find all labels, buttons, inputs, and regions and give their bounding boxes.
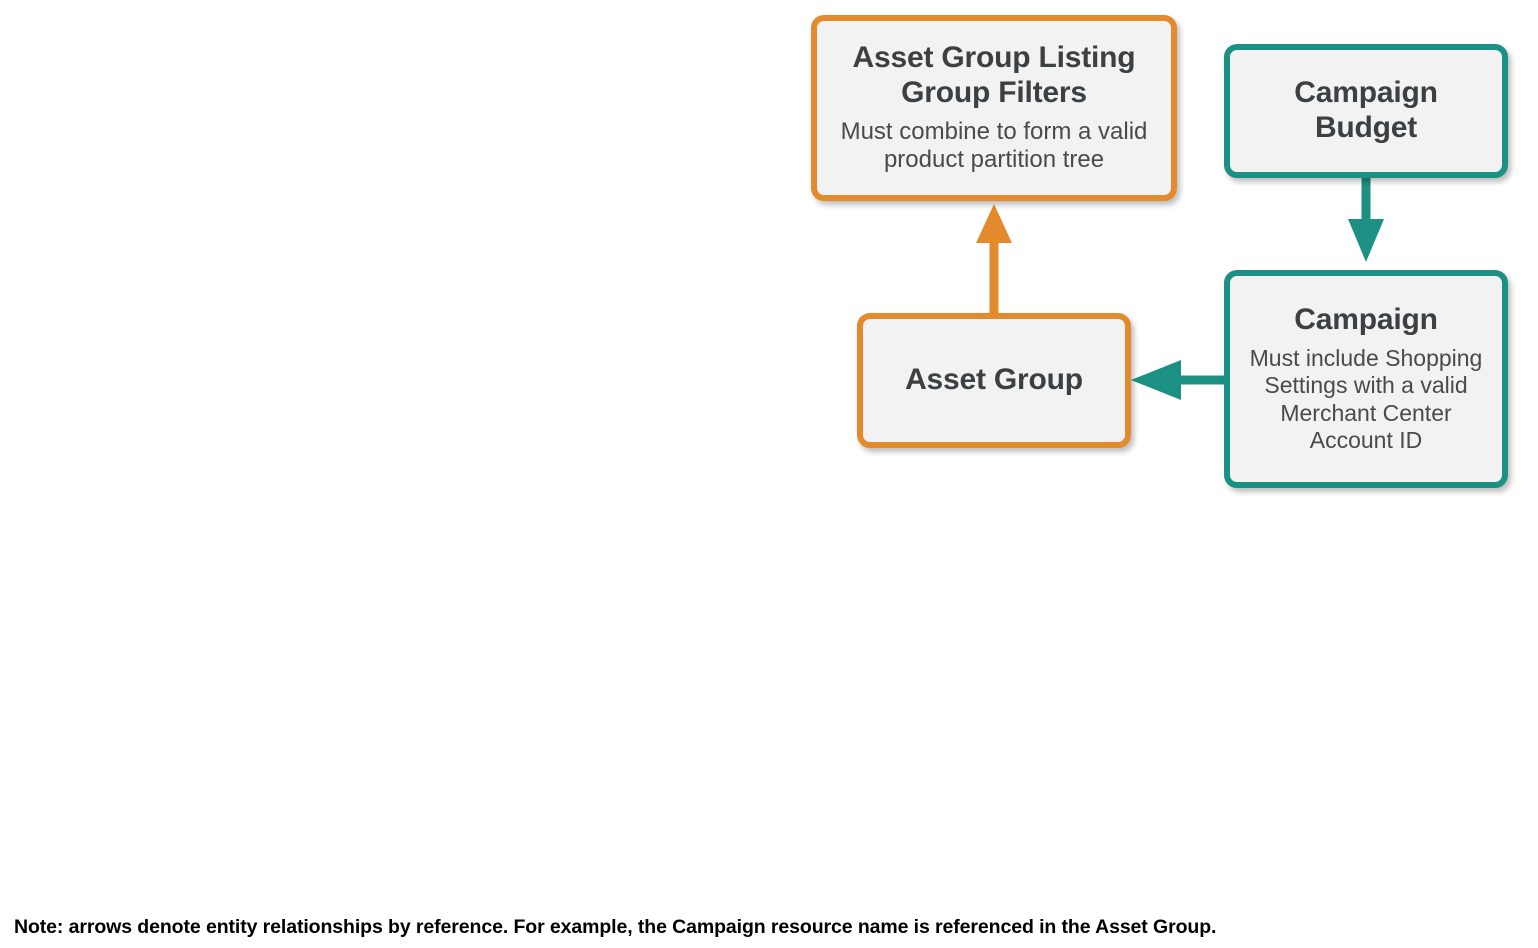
- node-campaign[interactable]: Campaign Must include Shopping Settings …: [1224, 270, 1508, 488]
- node-campaign-budget[interactable]: Campaign Budget: [1224, 44, 1508, 178]
- edge-campaign-to-asset-group: [1131, 360, 1224, 400]
- node-title-asset-group: Asset Group: [905, 363, 1083, 397]
- node-title-campaign: Campaign: [1294, 302, 1438, 336]
- node-description-campaign: Must include Shopping Settings with a va…: [1249, 344, 1483, 454]
- diagram-footnote: Note: arrows denote entity relationships…: [14, 916, 1217, 938]
- node-asset-group[interactable]: Asset Group: [857, 313, 1131, 448]
- node-title-asset-group-listing-group-filters: Asset Group Listing Group Filters: [852, 40, 1136, 109]
- arrowhead-up-orange: [976, 204, 1012, 243]
- edge-campaign-budget-to-campaign: [1348, 178, 1384, 262]
- arrowhead-down-teal: [1348, 219, 1384, 262]
- node-description-asset-group-listing-group-filters: Must combine to form a valid product par…: [840, 117, 1148, 174]
- node-title-campaign-budget: Campaign Budget: [1294, 76, 1438, 144]
- node-asset-group-listing-group-filters[interactable]: Asset Group Listing Group Filters Must c…: [811, 15, 1177, 201]
- edge-asset-group-to-listing-group-filters: [976, 204, 1012, 313]
- arrowhead-left-teal: [1131, 360, 1181, 400]
